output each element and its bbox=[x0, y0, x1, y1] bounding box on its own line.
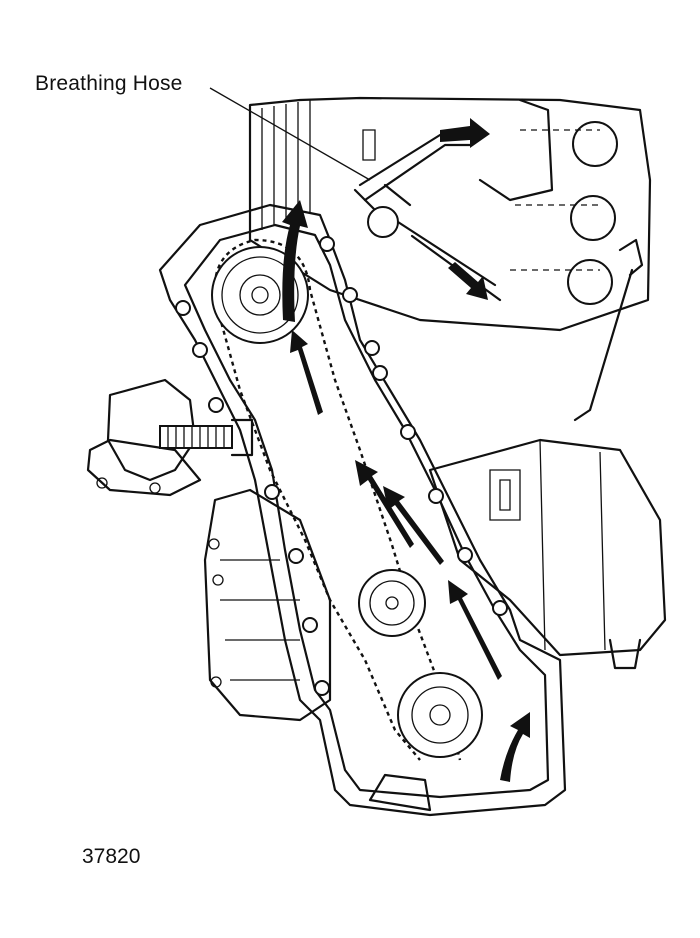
cylinder-head bbox=[248, 96, 652, 422]
breathing-hose bbox=[353, 129, 502, 302]
timing-cover bbox=[158, 203, 567, 817]
breathing-hose-label: Breathing Hose bbox=[35, 72, 183, 95]
cover-bolts bbox=[175, 236, 508, 696]
callout-leader-line bbox=[209, 87, 371, 181]
engine-block bbox=[203, 488, 332, 722]
water-pump bbox=[86, 378, 202, 497]
crankshaft-sprocket bbox=[368, 672, 483, 812]
chain-tensioner bbox=[159, 418, 254, 457]
flow-arrows bbox=[282, 118, 530, 782]
timing-chain bbox=[213, 238, 462, 761]
intermediate-sprocket bbox=[358, 569, 426, 637]
figure-number: 37820 bbox=[82, 845, 141, 868]
oil-filter bbox=[428, 438, 667, 670]
